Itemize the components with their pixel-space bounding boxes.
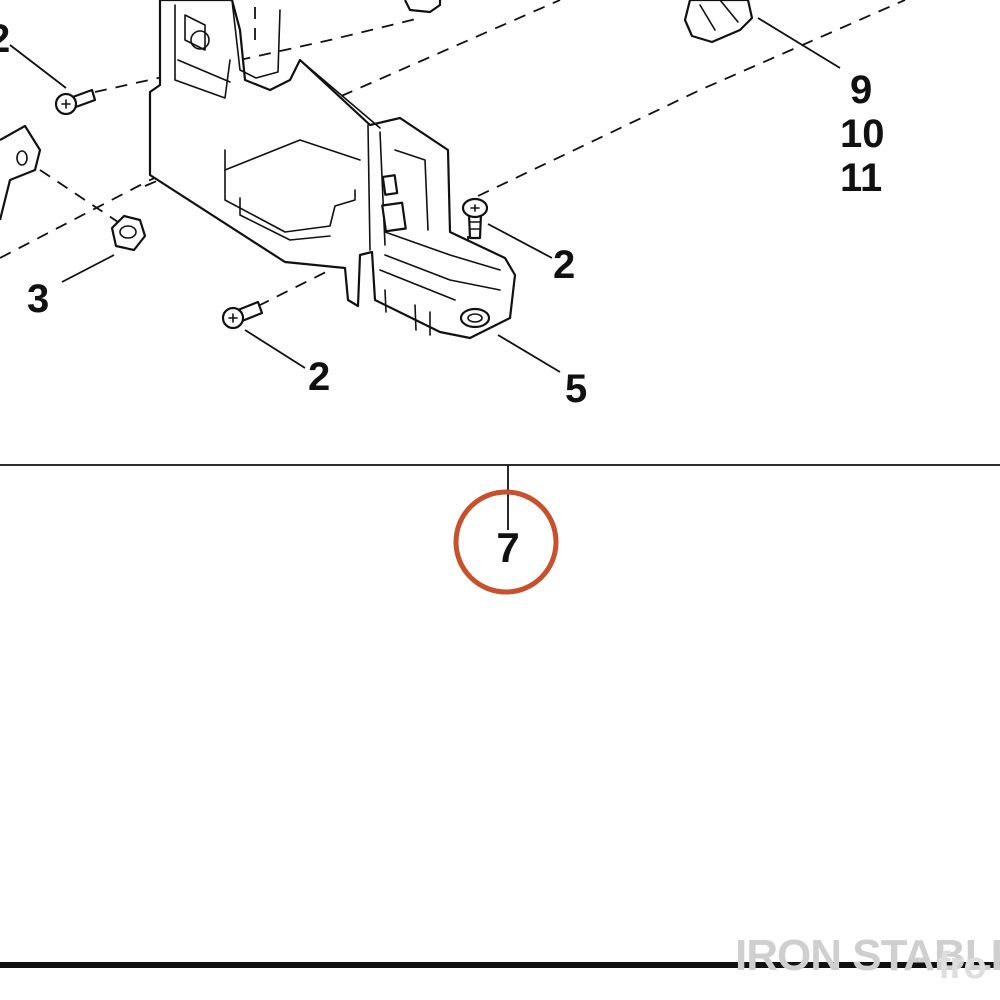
highlighted-callout-7: 7	[453, 489, 559, 595]
callout-7: 7	[496, 524, 519, 571]
callout-10: 10	[840, 112, 885, 156]
highlight-ring	[453, 489, 559, 595]
callout-2-bottom: 2	[308, 355, 330, 399]
screw-bottom	[221, 300, 264, 330]
callout-2-topleft: 2	[0, 17, 10, 61]
group-bracket-line	[0, 464, 1000, 530]
callout-2-right: 2	[553, 243, 575, 287]
bracket-assembly	[148, 0, 517, 340]
clip-part	[404, 0, 442, 14]
callout-5: 5	[565, 367, 587, 411]
connector-part	[683, 0, 754, 44]
callout-11: 11	[840, 156, 882, 200]
callout-9: 9	[850, 68, 872, 112]
watermark-text: IRON STABLE	[735, 931, 1000, 980]
nut	[110, 214, 147, 252]
watermark: IRON STABLE fro	[735, 931, 1000, 987]
callout-3: 3	[27, 277, 49, 321]
screw-right	[461, 197, 489, 240]
watermark-suffix: fro	[938, 945, 986, 987]
bottom-border-line	[0, 962, 1000, 968]
left-partial-bracket	[0, 124, 42, 221]
screw-topleft	[54, 88, 97, 116]
leader-lines	[9, 17, 841, 373]
callout-labels: 2 3 2 2 5 9 10 11	[0, 17, 885, 411]
